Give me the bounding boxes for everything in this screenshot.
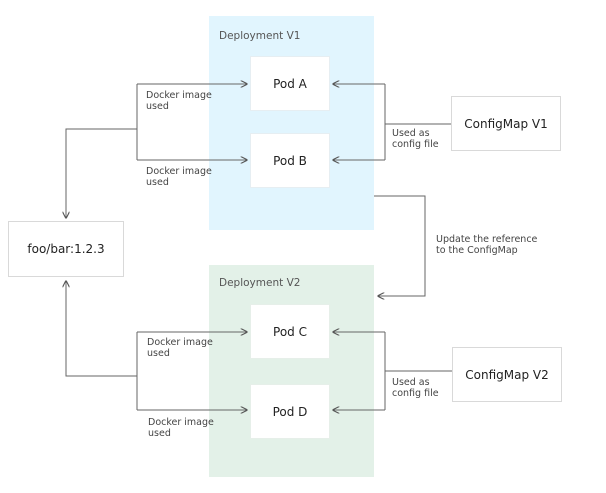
- pod-b: Pod B: [250, 133, 330, 188]
- update-reference-arrow: [374, 195, 426, 296]
- image-to-v1-branch: [66, 128, 137, 218]
- image-to-v2-branch: [66, 281, 137, 377]
- deployment-v2-region: Deployment V2: [209, 265, 374, 477]
- configmap-v1: ConfigMap V1: [451, 96, 561, 151]
- pod-a: Pod A: [250, 56, 330, 111]
- pod-d: Pod D: [250, 384, 330, 439]
- pod-c: Pod C: [250, 304, 330, 359]
- deployment-v1-region: Deployment V1: [209, 16, 374, 230]
- deployment-v2-title: Deployment V2: [219, 277, 301, 289]
- docker-image-box: foo/bar:1.2.3: [8, 221, 124, 277]
- deployment-v1-title: Deployment V1: [219, 30, 301, 42]
- configmap-v2: ConfigMap V2: [452, 347, 562, 402]
